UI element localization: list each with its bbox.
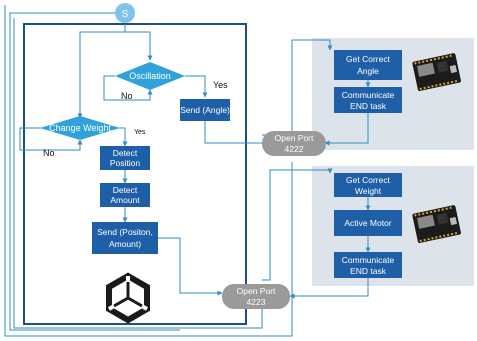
box-get-correct-weight: Get Correct Weight (334, 173, 402, 197)
box-send-angle: Send (Angle) (180, 99, 230, 121)
box-communicate-bottom: Communicate END task (334, 252, 402, 278)
box-communicate-top: Communicate END task (334, 87, 402, 113)
port-4223: Open Port 4223 (222, 284, 290, 309)
app-frame (23, 23, 247, 325)
start-node: S (115, 3, 135, 23)
svg-text:4223: 4223 (247, 297, 266, 307)
port-4222: Open Port 4222 (262, 131, 326, 156)
svg-text:Open Port: Open Port (237, 286, 276, 296)
box-send-position-amount: Send (Positon, Amount) (92, 222, 158, 254)
svg-text:Get Correct: Get Correct (346, 175, 391, 185)
svg-text:Get Correct: Get Correct (346, 54, 391, 64)
unity-logo-icon (106, 272, 150, 324)
svg-text:4222: 4222 (285, 144, 304, 154)
change-weight-no-label: No (43, 148, 55, 158)
svg-text:Oscillation: Oscillation (129, 71, 171, 81)
microcontroller-board-icon (412, 205, 461, 243)
svg-text:Weight: Weight (355, 186, 382, 196)
svg-text:S: S (122, 9, 129, 20)
svg-text:Detect: Detect (113, 148, 138, 158)
decision-oscillation: Oscillation (115, 62, 185, 90)
svg-text:END task: END task (350, 266, 387, 276)
change-weight-yes-label: Yes (134, 129, 146, 136)
svg-text:Change Weight: Change Weight (49, 123, 111, 133)
connectors (19, 24, 371, 299)
svg-text:Open Port: Open Port (275, 133, 314, 143)
microcontroller-board-icon (412, 53, 461, 91)
oscillation-no-label: No (121, 91, 133, 101)
svg-text:Send (Angle): Send (Angle) (180, 105, 230, 115)
box-get-correct-angle: Get Correct Angle (334, 50, 402, 80)
svg-text:END task: END task (350, 101, 387, 111)
box-active-motor: Active Motor (334, 210, 402, 236)
svg-text:Communicate: Communicate (342, 255, 395, 265)
svg-text:Communicate: Communicate (342, 90, 395, 100)
outer-loop-lines (4, 5, 293, 337)
svg-text:Amount): Amount) (109, 239, 141, 249)
svg-text:Amount: Amount (110, 195, 140, 205)
svg-text:Active Motor: Active Motor (344, 218, 391, 228)
svg-text:Angle: Angle (357, 66, 379, 76)
svg-text:Position: Position (110, 158, 141, 168)
box-detect-position: Detect Position (100, 146, 150, 170)
oscillation-yes-label: Yes (213, 80, 228, 90)
svg-text:Send (Positon,: Send (Positon, (97, 227, 153, 237)
box-detect-amount: Detect Amount (100, 183, 150, 207)
decision-change-weight: Change Weight (40, 116, 120, 140)
svg-text:Detect: Detect (113, 185, 138, 195)
